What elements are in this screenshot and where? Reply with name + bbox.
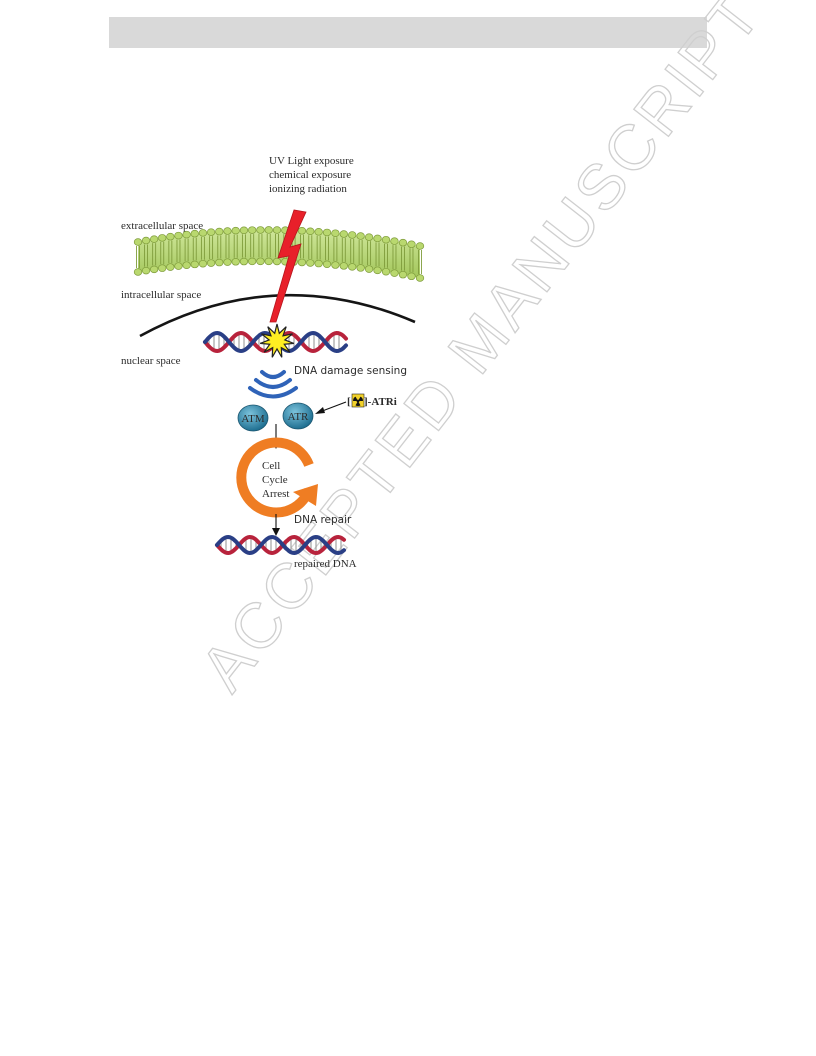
- lipid-head-bottom: [166, 263, 175, 271]
- atr-protein: ATR: [282, 402, 314, 430]
- lipid-head-bottom: [198, 259, 208, 268]
- repaired-dna: [215, 534, 346, 556]
- lipid-head-top: [248, 226, 257, 234]
- atr-label: ATR: [288, 411, 309, 423]
- signal-waves-icon: [248, 370, 298, 399]
- lipid-head-bottom: [215, 258, 224, 267]
- lipid-head-top: [174, 231, 183, 240]
- sensing-label: DNA damage sensing: [294, 365, 407, 377]
- lipid-head-bottom: [348, 263, 357, 271]
- lipid-head-bottom: [322, 260, 332, 268]
- cycle-label-cell: Cell: [262, 460, 280, 472]
- lipid-head-top: [306, 227, 315, 235]
- lipid-head-top: [398, 238, 408, 247]
- damage-burst-icon: [259, 323, 295, 358]
- lipid-head-top: [348, 231, 357, 239]
- lipid-head-bottom: [223, 258, 232, 266]
- lipid-head-bottom: [272, 257, 282, 266]
- lipid-head-top: [190, 229, 199, 238]
- arrow-to-repair-head: [272, 528, 280, 536]
- lipid-head-top: [381, 235, 391, 244]
- lipid-head-top: [256, 226, 265, 234]
- lipid-head-top: [272, 226, 282, 234]
- lipid-head-bottom: [297, 258, 307, 267]
- atm-protein: ATM: [237, 404, 269, 432]
- lipid-head-top: [407, 240, 416, 249]
- nuclear-envelope: [139, 293, 416, 338]
- lipid-head-bottom: [381, 267, 391, 276]
- lipid-head-top: [223, 227, 232, 235]
- lipid-head-bottom: [248, 257, 257, 266]
- inhibitor-label: ]-ATRi: [364, 396, 397, 408]
- lipid-head-top: [158, 234, 167, 242]
- lipid-head-bottom: [373, 266, 382, 275]
- label-extracellular: extracellular space: [121, 220, 203, 232]
- lipid-head-top: [141, 236, 151, 245]
- lipid-head-top: [314, 228, 323, 236]
- lipid-head-bottom: [364, 265, 374, 273]
- lipid-head-bottom: [390, 269, 399, 277]
- lipid-head-top: [415, 242, 425, 250]
- repaired-label: repaired DNA: [294, 558, 357, 570]
- radiation-symbol-icon: [351, 393, 365, 408]
- cell-cycle-arrow-icon: [236, 437, 318, 518]
- cycle-label-cycle: Cycle: [262, 474, 288, 486]
- lipid-head-top: [182, 230, 191, 239]
- lipid-head-top: [133, 238, 143, 246]
- lipid-head-bottom: [264, 257, 273, 266]
- label-intracellular: intracellular space: [121, 289, 201, 301]
- inhibitor-arrowhead: [315, 407, 325, 414]
- cycle-label-arrest: Arrest: [262, 488, 290, 500]
- lipid-head-top: [149, 235, 159, 243]
- lipid-head-top: [297, 227, 307, 235]
- inhibitor-bracket: [: [347, 396, 351, 408]
- stressor-radiation: ionizing radiation: [269, 183, 347, 195]
- lipid-head-bottom: [339, 262, 348, 270]
- dna-strand-blue: [215, 534, 346, 556]
- stressor-chemical: chemical exposure: [269, 169, 351, 181]
- lipid-head-bottom: [190, 260, 199, 269]
- lipid-head-bottom: [331, 261, 340, 269]
- lipid-head-bottom: [149, 265, 159, 274]
- lipid-head-bottom: [415, 274, 425, 282]
- lipid-head-bottom: [407, 272, 416, 281]
- lipid-head-top: [356, 232, 365, 240]
- lipid-head-top: [364, 233, 374, 241]
- lipid-head-bottom: [239, 257, 249, 266]
- lipid-head-bottom: [398, 270, 408, 279]
- repair-label: DNA repair: [294, 514, 352, 526]
- lipid-head-bottom: [158, 264, 167, 272]
- lipid-head-top: [339, 230, 348, 238]
- lipid-head-top: [322, 228, 332, 237]
- lipid-head-top: [206, 228, 216, 236]
- lipid-head-top: [331, 229, 340, 237]
- lipid-head-bottom: [174, 262, 183, 270]
- lipid-head-top: [390, 237, 399, 245]
- lipid-head-top: [231, 226, 240, 235]
- lipid-head-bottom: [182, 261, 191, 269]
- lipid-head-bottom: [231, 258, 240, 266]
- lipid-head-top: [264, 226, 273, 234]
- lipid-head-bottom: [306, 259, 315, 267]
- lipid-head-top: [198, 229, 208, 237]
- lipid-head-bottom: [356, 264, 365, 272]
- lipid-head-bottom: [206, 259, 216, 267]
- lipid-head-top: [215, 227, 224, 236]
- lipid-head-top: [239, 226, 249, 235]
- lipid-head-bottom: [256, 257, 265, 266]
- label-nuclear: nuclear space: [121, 355, 181, 367]
- lipid-head-top: [373, 234, 382, 243]
- lightning-bolt-icon: [269, 209, 307, 323]
- header-bar: [109, 17, 707, 48]
- lipid-head-bottom: [141, 266, 151, 275]
- stressor-uv: UV Light exposure: [269, 155, 354, 167]
- lipid-head-top: [166, 232, 175, 241]
- atm-label: ATM: [241, 413, 264, 425]
- lipid-head-bottom: [133, 268, 143, 276]
- lipid-head-bottom: [314, 259, 323, 268]
